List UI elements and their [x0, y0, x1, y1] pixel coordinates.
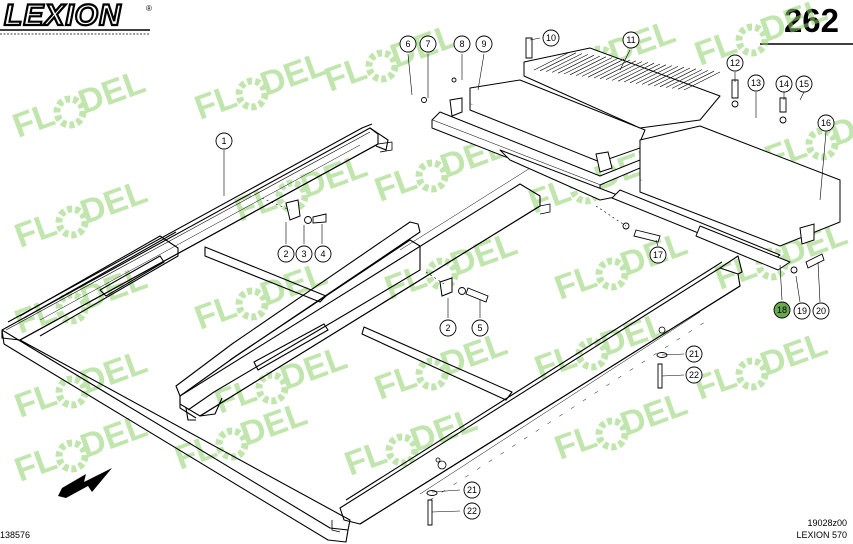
callout-bubble-20: [812, 302, 830, 320]
watermark-gear-icon: [735, 23, 769, 57]
callout-label-7: 7: [425, 39, 430, 49]
brackets: [285, 97, 815, 297]
callout-bubble-14: [775, 75, 793, 93]
louvre-lines: [533, 51, 721, 91]
brand-logo: LEXION: [3, 0, 122, 33]
callout-label-2: 2: [283, 249, 288, 259]
callout-label-18: 18: [777, 305, 787, 315]
watermark-gear-icon: [415, 357, 449, 391]
watermark-text: FL DEL: [190, 255, 333, 338]
callout-label-1: 1: [221, 136, 226, 146]
callout-label-20: 20: [816, 306, 826, 316]
watermark-gear-icon: [385, 433, 419, 467]
callout-bubble-21: [685, 345, 703, 363]
watermark-text: FL DEL: [690, 325, 833, 408]
callout-bubble-10: [542, 29, 560, 47]
callout-label-12: 12: [730, 58, 740, 68]
watermark-gear-icon: [805, 127, 839, 161]
watermark-gear-icon: [365, 49, 399, 83]
watermark-gear-icon: [235, 287, 269, 321]
watermark-gear-icon: [55, 375, 89, 409]
watermark-gear-icon: [55, 439, 89, 473]
page-number: 262: [783, 2, 839, 39]
callout-label-3: 3: [301, 249, 306, 259]
callout-bubble-11: [622, 31, 640, 49]
callout-label-10: 10: [546, 33, 556, 43]
callout-bubble-15: [795, 75, 813, 93]
callout-label-21: 21: [467, 485, 477, 495]
watermark-gear-icon: [575, 337, 609, 371]
callout-label-4: 4: [320, 249, 325, 259]
watermark-gear-icon: [595, 257, 629, 291]
watermark-text: FL DEL: [10, 173, 153, 256]
callout-label-11: 11: [626, 35, 635, 45]
callout-bubble-9: [475, 35, 493, 53]
callout-label-2: 2: [445, 323, 450, 333]
callout-bubble-4: [314, 245, 332, 263]
footer-left-code: 138576: [0, 530, 31, 540]
callout-bubble-16: [817, 114, 835, 132]
watermark-gear-icon: [53, 95, 87, 129]
leader-lines: [223, 37, 827, 513]
callout-label-14: 14: [779, 79, 789, 89]
callout-label-5: 5: [477, 323, 482, 333]
watermark-gear-icon: [415, 159, 449, 193]
callout-bubble-13: [747, 74, 765, 92]
watermark-gear-icon: [55, 291, 89, 325]
registered-mark: ®: [146, 4, 152, 13]
callout-label-13: 13: [751, 78, 761, 88]
frame-fasteners: [435, 326, 666, 470]
watermark-gear-icon: [255, 371, 289, 405]
watermark-text: FL DEL: [370, 325, 513, 408]
callout-bubble-21: [463, 481, 481, 499]
callout-label-15: 15: [799, 79, 809, 89]
callout-label-17: 17: [653, 250, 663, 260]
model-label: LEXION 570: [796, 530, 847, 540]
callout-bubble-22: [685, 366, 703, 384]
callout-label-21: 21: [689, 349, 699, 359]
watermark-text: FL DEL: [10, 259, 153, 342]
watermark-gear-icon: [55, 205, 89, 239]
callout-label-22: 22: [467, 506, 477, 516]
callout-label-9: 9: [481, 39, 486, 49]
watermark-text: FL DEL: [550, 225, 693, 308]
watermark-gear-icon: [735, 357, 769, 391]
watermark-gear-icon: [235, 77, 269, 111]
callout-bubble-6: [399, 35, 417, 53]
drawing-code: 19028z00: [807, 518, 847, 528]
upper-panels: [431, 47, 841, 271]
watermark-text: FL DEL: [8, 63, 151, 146]
callout-bubble-22: [463, 502, 481, 520]
callout-bubble-1: [215, 132, 233, 150]
watermark-text: FL DEL: [190, 45, 333, 128]
callout-label-16: 16: [821, 118, 831, 128]
callout-label-19: 19: [797, 306, 807, 316]
watermark-text: FL DEL: [340, 401, 483, 484]
main-frame: [1, 123, 743, 543]
callout-label-22: 22: [689, 370, 699, 380]
callout-bubble-12: [726, 54, 744, 72]
callout-bubble-17: [649, 246, 667, 264]
callout-bubble-19: [793, 302, 811, 320]
direction-arrow: [58, 468, 112, 498]
callout-label-6: 6: [405, 39, 410, 49]
callout-bubble-18: [773, 301, 791, 319]
bolts: [304, 37, 825, 526]
callout-bubble-2: [439, 319, 457, 337]
callout-bubble-3: [295, 245, 313, 263]
callout-bubble-5: [471, 319, 489, 337]
watermark-gear-icon: [595, 417, 629, 451]
watermark-text: FL DEL: [550, 385, 693, 468]
watermark-text: FL DEL: [320, 17, 463, 100]
callout-bubble-8: [453, 35, 471, 53]
header-rules: [0, 29, 853, 45]
callout-bubble-7: [419, 35, 437, 53]
callout-bubble-2: [277, 245, 295, 263]
callout-label-8: 8: [459, 39, 464, 49]
watermark-text: FL DEL: [380, 225, 523, 308]
watermark-gear-icon: [215, 427, 249, 461]
